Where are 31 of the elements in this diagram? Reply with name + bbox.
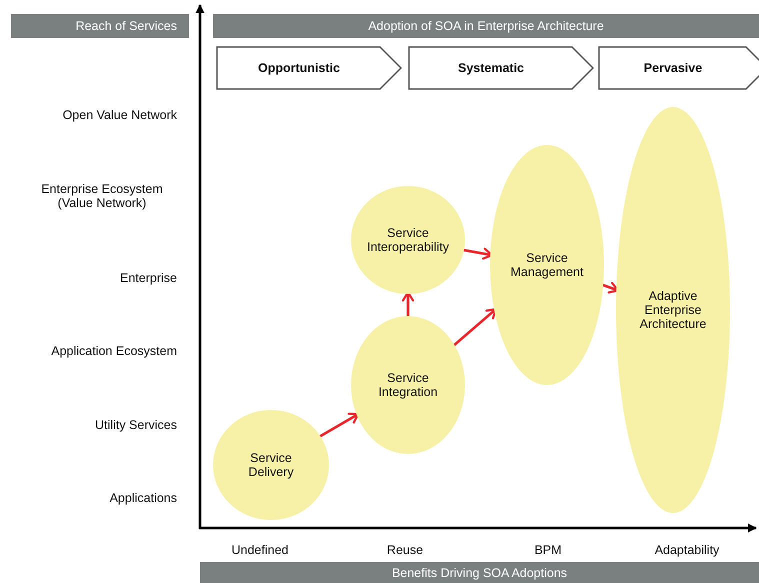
stage-ellipse: [351, 316, 465, 454]
stage-ellipse: [351, 186, 465, 294]
axis-category-label: Applications: [110, 491, 177, 505]
arrow: [318, 412, 360, 438]
axis-category-label: Undefined: [230, 543, 290, 557]
stage-ellipse: [490, 145, 604, 385]
stage-label: Adaptive Enterprise Architecture: [638, 289, 708, 331]
stage-label: Service Interoperability: [366, 226, 450, 254]
axis-category-label: Application Ecosystem: [51, 344, 177, 358]
arrow: [452, 308, 498, 348]
axis-category-label: Reuse: [386, 543, 424, 557]
stage-label: Service Delivery: [247, 451, 295, 479]
phase-label: Opportunistic: [258, 61, 340, 75]
phase-label: Pervasive: [644, 61, 702, 75]
header-band: Adoption of SOA in Enterprise Architecture: [213, 14, 759, 38]
axis-category-label: Enterprise: [120, 271, 177, 285]
stage-ellipse: [213, 410, 329, 520]
header-band: Benefits Driving SOA Adoptions: [200, 562, 759, 583]
axis-category-label: Open Value Network: [62, 108, 177, 122]
axis-category-label: BPM: [533, 543, 563, 557]
phase-tab: [216, 46, 402, 90]
phase-tab: [408, 46, 594, 90]
stage-ellipse: [616, 107, 730, 513]
header-band: Reach of Services: [11, 14, 189, 38]
phase-tab: [598, 46, 759, 90]
axis-category-label: Enterprise Ecosystem (Value Network): [40, 182, 164, 210]
stage-label: Service Integration: [377, 371, 439, 399]
stage-label: Service Management: [510, 251, 584, 279]
axis-category-label: Utility Services: [95, 418, 177, 432]
axis-category-label: Adaptability: [654, 543, 720, 557]
phase-label: Systematic: [458, 61, 524, 75]
